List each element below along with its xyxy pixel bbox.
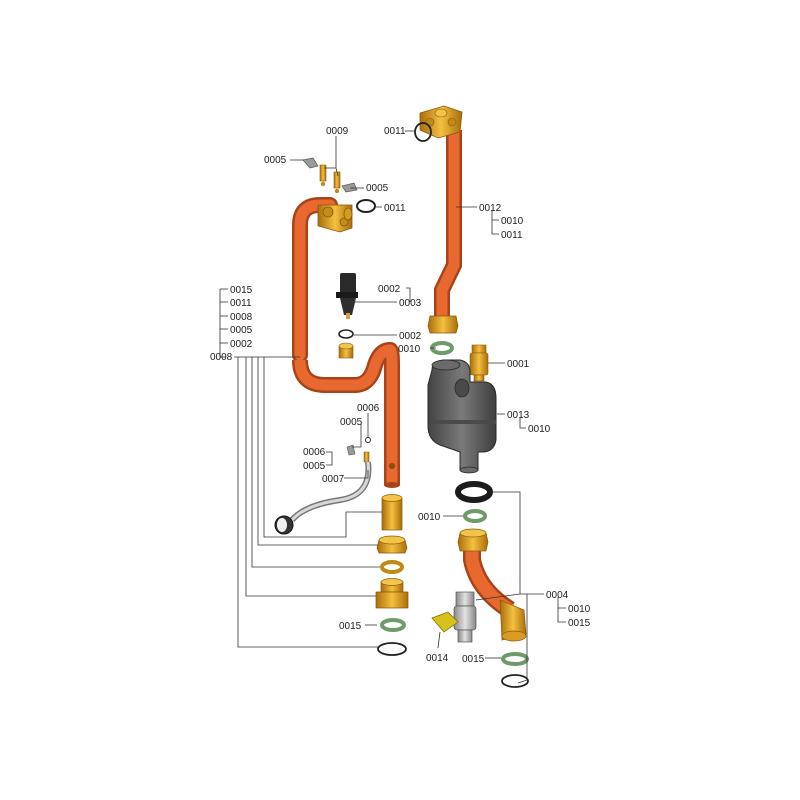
o-ring-0011-left [356,199,376,213]
label-0010-top: 0010 [398,344,421,355]
label-0008-sub-0011: 0011 [230,298,252,309]
curved-pipe-0004 [457,528,527,642]
clip-0005-top [302,157,319,169]
ring-brass [380,560,404,574]
clip-0005-mid [346,444,356,456]
valve-0014 [431,591,477,643]
label-0014: 0014 [426,653,449,664]
gasket-0015-right [501,652,529,666]
gasket-0010-mid [463,509,487,523]
left-top-elbow [317,204,353,233]
label-0004: 0004 [546,590,569,601]
pin-0009-left [319,164,327,187]
label-0008-sub-0008: 0008 [230,312,253,323]
label-0008-sub-0015: 0015 [230,285,253,296]
label-0011-top: 0011 [384,126,406,137]
housing-0013 [427,359,497,474]
label-0012-sub-0010: 0010 [501,216,524,227]
pin-0005 [363,451,370,463]
label-0012: 0012 [479,203,502,214]
label-0015-left: 0015 [339,621,362,632]
label-0006-mid: 0006 [303,447,326,458]
label-0005-right: 0005 [366,183,389,194]
label-0008-sub-0002: 0002 [230,339,253,350]
nut-brass [376,535,408,554]
air-vent-0001 [469,344,489,382]
label-0002-sensor: 0002 [378,284,401,295]
part-labels: 0011 0009 0005 0005 0011 0012 0010 0011 … [210,126,591,665]
circlip-left [377,642,407,656]
leader-lines [219,130,566,684]
label-0005-top: 0005 [264,155,287,166]
label-0003: 0003 [399,298,422,309]
label-0005-low: 0005 [303,461,326,472]
clip-0005-right [341,182,358,193]
ball-0006 [365,437,371,443]
right-top-flange [419,105,463,139]
circlip-right [501,674,529,688]
right-pipe-nut [427,315,459,334]
o-ring-0002 [338,329,354,339]
label-0009: 0009 [326,126,349,137]
label-0015-right: 0015 [462,654,485,665]
label-0013: 0013 [507,410,530,421]
right-pipe-0012 [434,130,462,318]
label-0007: 0007 [322,474,345,485]
label-0012-sub-0011: 0011 [501,230,523,241]
label-0002-ring: 0002 [399,331,422,342]
label-0006-top: 0006 [357,403,380,414]
label-0008-sub-0005: 0005 [230,325,253,336]
label-0010-mid: 0010 [418,512,441,523]
label-0013-sub-0010: 0010 [528,424,551,435]
label-0004-sub-0015: 0015 [568,618,591,629]
adapter-brass [375,578,409,609]
sensor-0003 [336,273,358,319]
label-0001: 0001 [507,359,530,370]
label-0008: 0008 [210,352,233,363]
seal-ring-black [455,481,493,503]
label-0011-left: 0011 [384,203,406,214]
label-0005-mid: 0005 [340,417,363,428]
gasket-0015-left [380,618,406,632]
hose-0007 [274,461,372,535]
label-0004-sub-0010: 0010 [568,604,591,615]
o-ring-0011-right [414,122,432,142]
sleeve-brass [381,494,403,531]
pin-0009-right [333,171,341,194]
small-fitting-0002 [338,342,354,359]
